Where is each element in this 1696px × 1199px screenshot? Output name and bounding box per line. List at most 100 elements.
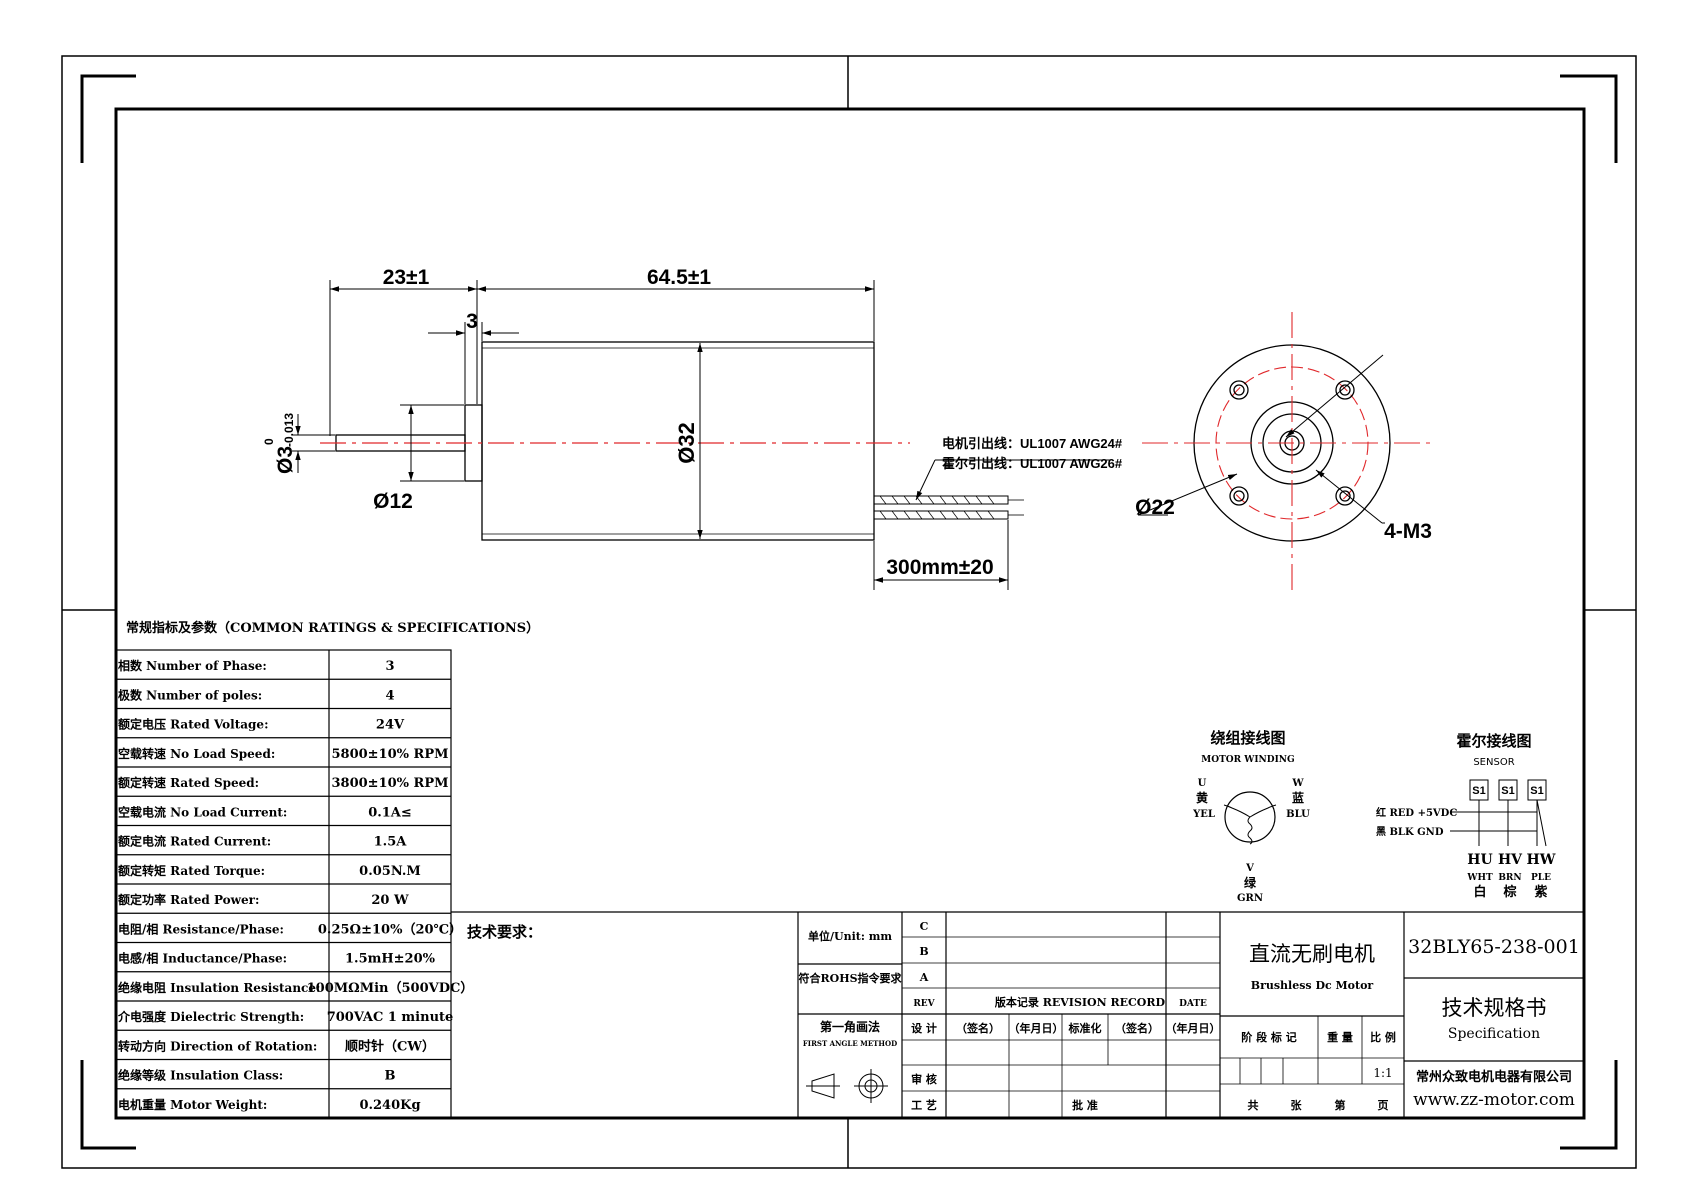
winding-v-cn: 绿 <box>1244 875 1257 890</box>
date-label: DATE <box>1179 999 1207 1009</box>
design-label: 设 计 <box>911 1021 937 1035</box>
spec-label: 额定转速 Rated Speed: <box>118 775 259 790</box>
website: www.zz-motor.com <box>1413 1090 1575 1110</box>
winding-diagram: 绕组接线图 MOTOR WINDING U 黄 YEL W 蓝 BLU V 绿 … <box>1192 729 1310 904</box>
spec-value: 1.5A <box>374 835 408 850</box>
spec-label: 额定功率 Rated Power: <box>118 892 259 907</box>
dim-body-length: 64.5±1 <box>647 266 711 289</box>
winding-u: U <box>1198 778 1207 789</box>
specs-table-grid <box>115 649 452 1119</box>
spec-label: 空载电流 No Load Current: <box>118 804 287 819</box>
spec-value: 0.240Kg <box>359 1098 420 1113</box>
spec-label: 绝缘电阻 Insulation Resistance: <box>118 980 320 995</box>
first-angle-symbol <box>806 1069 888 1103</box>
spec-label: 额定电流 Rated Current: <box>118 834 271 849</box>
spec-value: 4 <box>385 688 394 703</box>
spec-label: 绝缘等级 Insulation Class: <box>118 1068 283 1083</box>
review-label: 审 核 <box>911 1072 937 1086</box>
rev-label: REV <box>913 999 935 1009</box>
spec-value: B <box>385 1069 396 1084</box>
winding-u-en: YEL <box>1192 809 1215 820</box>
dim-shaft-dia: Ø3 <box>274 446 297 474</box>
spec-label: 极数 Number of poles: <box>118 687 262 702</box>
spec-value: 0.05N.M <box>359 864 421 879</box>
doc-type-en: Specification <box>1448 1026 1540 1042</box>
spec-value: 5800±10% RPM <box>331 747 448 762</box>
company-name: 常州众致电机电器有限公司 <box>1416 1069 1572 1085</box>
sensor-red: 红 RED +5VDC <box>1376 806 1457 819</box>
process-label: 工 艺 <box>911 1098 937 1112</box>
dim-body-dia: Ø32 <box>674 422 699 464</box>
spec-value: 3800±10% RPM <box>331 776 448 791</box>
spec-label: 电阻/相 Resistance/Phase: <box>118 921 284 936</box>
num-label: 第 <box>1335 1098 1346 1112</box>
unit-label: 单位/Unit: mm <box>808 929 892 943</box>
tolerance-upper: 0 <box>262 438 276 445</box>
spec-value: 24V <box>376 718 405 733</box>
winding-w: W <box>1291 778 1304 789</box>
scale-label: 比 例 <box>1370 1030 1396 1044</box>
spec-value: 0.25Ω±10%（20℃） <box>318 921 462 937</box>
first-angle-label: 第一角画法 <box>820 1019 880 1034</box>
sensor-box-2: S1 <box>1501 785 1514 797</box>
spec-value: 100MΩMin（500VDC） <box>307 980 474 996</box>
part-number: 32BLY65-238-001 <box>1408 936 1580 958</box>
spec-value: 700VAC 1 minute <box>327 1010 454 1025</box>
sensor-hw-en: PLE <box>1531 873 1551 883</box>
scale-value: 1:1 <box>1373 1066 1392 1080</box>
specs-title: 常规指标及参数（COMMON RATINGS & SPECIFICATIONS） <box>126 620 539 636</box>
sensor-hu-cn: 白 <box>1473 884 1486 900</box>
sensor-hu-en: WHT <box>1466 873 1493 883</box>
winding-w-en: BLU <box>1286 809 1310 820</box>
rev-c: C <box>920 920 929 933</box>
lead-hall-note: 霍尔引出线：UL1007 AWG26# <box>942 456 1123 471</box>
sheet-frame <box>61 55 1637 1169</box>
date-1: （年月日） <box>1009 1021 1064 1035</box>
sensor-hv: HV <box>1498 852 1523 868</box>
first-angle-en: FIRST ANGLE METHOD <box>803 1039 897 1048</box>
dim-pcd: Ø22 <box>1135 496 1175 519</box>
spec-label: 额定转矩 Rated Torque: <box>118 863 265 878</box>
standard-label: 标准化 <box>1068 1021 1102 1035</box>
date-2: （年月日） <box>1166 1021 1221 1035</box>
sensor-hu: HU <box>1467 852 1492 868</box>
winding-u-cn: 黄 <box>1196 790 1208 805</box>
weight-label: 重 量 <box>1327 1030 1353 1044</box>
winding-v: V <box>1245 863 1254 874</box>
approve-label: 批 准 <box>1072 1098 1098 1112</box>
dim-holes: 4-M3 <box>1384 520 1432 543</box>
dim-lead-length: 300mm±20 <box>886 556 993 579</box>
spec-label: 额定电压 Rated Voltage: <box>118 717 269 732</box>
dimension-lines-side <box>292 280 1110 590</box>
total-label: 共 <box>1248 1098 1259 1112</box>
spec-label: 电机重量 Motor Weight: <box>118 1097 267 1112</box>
sensor-diagram: 霍尔接线图 SENSOR S1 S1 S1 红 RED +5VDC 黑 BLK … <box>1376 732 1556 900</box>
tolerance-lower: -0.013 <box>282 413 296 447</box>
sign-1: （签名） <box>956 1021 1000 1035</box>
product-name-en: Brushless Dc Motor <box>1251 979 1374 992</box>
spec-value: 3 <box>385 659 394 674</box>
lead-motor-note: 电机引出线：UL1007 AWG24# <box>942 436 1123 451</box>
winding-w-cn: 蓝 <box>1292 790 1304 805</box>
spec-value: 顺时针（CW） <box>345 1038 435 1054</box>
sensor-hv-en: BRN <box>1498 873 1521 883</box>
rev-a: A <box>919 971 929 984</box>
page-label: 页 <box>1378 1099 1389 1112</box>
sensor-title: 霍尔接线图 <box>1456 732 1531 750</box>
sensor-hv-cn: 棕 <box>1502 884 1516 900</box>
sensor-hw: HW <box>1527 852 1556 868</box>
doc-type-cn: 技术规格书 <box>1442 996 1547 1020</box>
spec-label: 空载转速 No Load Speed: <box>118 746 275 761</box>
stage-label: 阶 段 标 记 <box>1241 1030 1297 1044</box>
revision-record: 版本记录 REVISION RECORD <box>995 995 1166 1009</box>
spec-value: 20 W <box>371 893 409 908</box>
sheets-label: 张 <box>1291 1098 1303 1112</box>
dim-flange: 3 <box>466 310 478 333</box>
dim-body-offset: 23±1 <box>383 266 430 289</box>
winding-subtitle: MOTOR WINDING <box>1201 755 1294 765</box>
spec-value: 0.1A≤ <box>368 805 412 820</box>
spec-label: 电感/相 Inductance/Phase: <box>118 951 287 966</box>
title-block-grid <box>451 911 1584 1118</box>
spec-label: 转动方向 Direction of Rotation: <box>118 1038 317 1053</box>
